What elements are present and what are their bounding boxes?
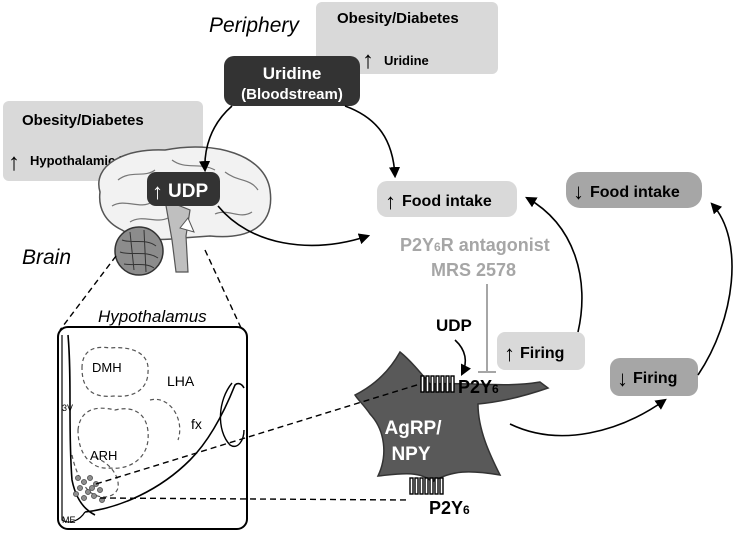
periphery-uridine-text: Uridine: [384, 53, 429, 68]
arrow-uridine-to-food-intake: [344, 105, 401, 179]
firing-increase-label: Firing: [520, 345, 564, 362]
udp-brain-label: UDP: [168, 181, 208, 202]
arrow-udp-to-receptor: [454, 339, 472, 377]
neuron-label-line2: NPY: [391, 444, 430, 465]
hypothalamic-obesity-title: Obesity/Diabetes: [22, 112, 144, 129]
fx-label: fx: [191, 416, 202, 432]
antagonist-line1: P2Y6R antagonist: [400, 235, 550, 255]
median-eminence-label: ME: [62, 515, 76, 525]
neuron-label-line1: AgRP/: [385, 418, 443, 439]
pathway-arrows: [198, 105, 733, 437]
firing-decrease-label: Firing: [633, 370, 677, 387]
bloodstream-label: (Bloodstream): [241, 86, 343, 103]
dmh-label: DMH: [92, 360, 122, 375]
lha-label: LHA: [167, 373, 195, 389]
hypothalamus-anatomy: [61, 334, 245, 523]
food-intake-increase-label: Food intake: [402, 193, 492, 210]
up-arrow-icon: ↑: [8, 149, 20, 176]
periphery-label: Periphery: [209, 14, 300, 37]
udp-ligand-label: UDP: [436, 316, 472, 335]
down-arrow-icon: ↓: [617, 366, 628, 391]
arrow-firing-decrease-to-food-intake: [697, 202, 733, 376]
up-arrow-icon: ↑: [152, 179, 163, 204]
p2y6-label-bottom: P2Y6: [429, 498, 470, 518]
up-arrow-icon: ↑: [385, 189, 396, 214]
food-intake-decrease-label: Food intake: [590, 184, 680, 201]
arh-neuron-dots: [73, 475, 105, 503]
p2y6-receptor-top-icon: [420, 375, 455, 393]
uridine-bloodstream-box: [224, 56, 360, 106]
arrow-brain-to-food-intake: [217, 205, 371, 247]
brain-illustration: [98, 146, 272, 276]
p2y6-label-top: P2Y6: [458, 377, 499, 397]
hypothalamus-inset: [57, 326, 248, 530]
third-ventricle-label: 3V: [62, 403, 73, 413]
periphery-obesity-box: [316, 2, 498, 74]
arh-label: ARH: [90, 448, 117, 463]
firing-increase-box: [497, 332, 585, 370]
arrow-firing-to-food-intake: [525, 196, 583, 333]
down-arrow-icon: ↓: [573, 179, 584, 204]
up-arrow-icon: ↑: [504, 341, 515, 366]
p2y6-receptor-bottom-icon: [409, 477, 444, 495]
udp-brain-badge: [147, 172, 220, 206]
food-intake-decrease-box: [566, 172, 702, 208]
up-arrow-icon: ↑: [362, 47, 374, 74]
hypothalamus-label: Hypothalamus: [98, 307, 207, 326]
uridine-label: Uridine: [263, 64, 322, 83]
zoom-lines: [59, 249, 421, 501]
periphery-obesity-title: Obesity/Diabetes: [337, 10, 459, 27]
firing-decrease-box: [610, 358, 698, 396]
food-intake-increase-box: [377, 181, 517, 217]
arrow-uridine-to-brain: [198, 105, 233, 173]
agrp-npy-neuron: [353, 350, 550, 483]
brain-label: Brain: [22, 246, 71, 269]
antagonist-line2: MRS 2578: [431, 260, 516, 280]
arrow-neuron-to-firing-decrease: [509, 398, 667, 437]
